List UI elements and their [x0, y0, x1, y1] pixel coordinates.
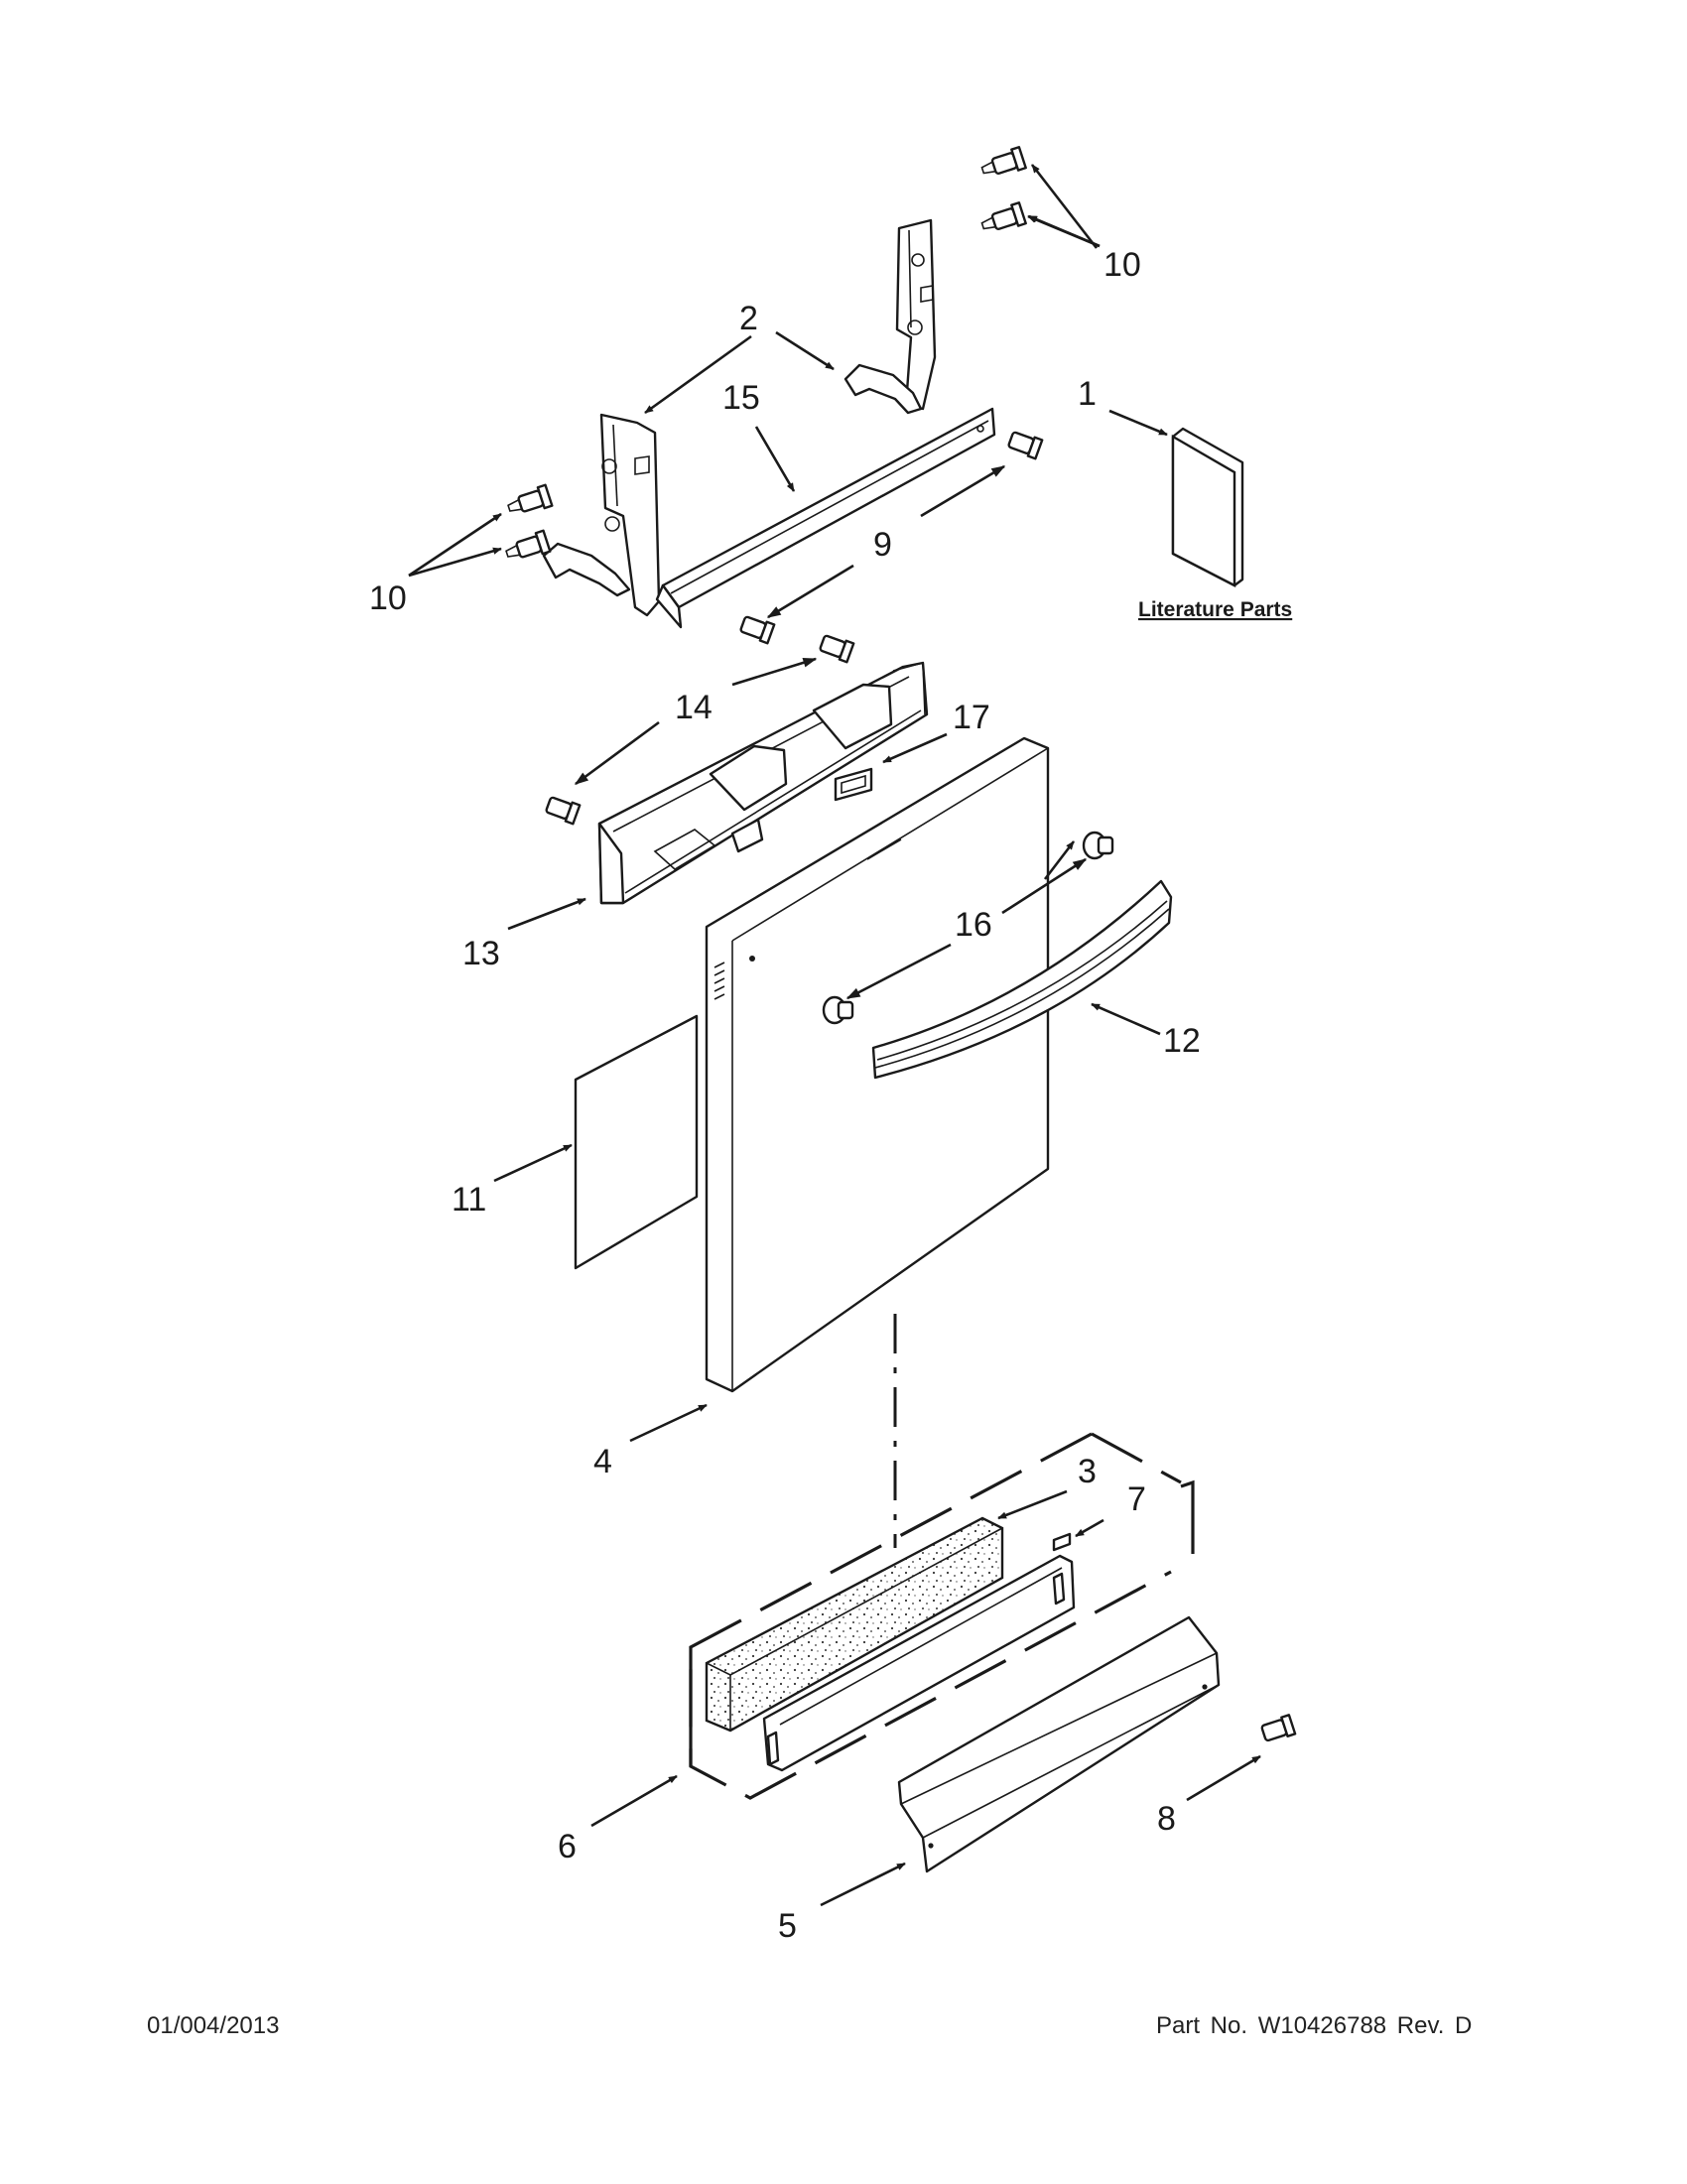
callout-4: 4 — [593, 1443, 612, 1480]
hinge-bracket-right — [844, 218, 937, 415]
callout-labels: 2 10 15 1 9 10 14 17 13 16 12 11 4 3 7 8… — [369, 246, 1292, 1945]
mounting-rail — [655, 407, 996, 629]
kit-group-bracket — [689, 1432, 1195, 1800]
handle-studs — [822, 831, 1114, 1025]
callout-13: 13 — [462, 935, 500, 972]
callout-10-left: 10 — [369, 579, 407, 617]
callout-8: 8 — [1157, 1800, 1176, 1838]
retainer-clip — [1052, 1532, 1072, 1552]
callout-17: 17 — [953, 699, 990, 736]
insulation-sheet — [574, 1014, 699, 1270]
callout-7: 7 — [1127, 1480, 1146, 1518]
hinge-bracket-left — [542, 413, 661, 617]
foam-strip — [705, 1516, 1004, 1733]
footer-date: 01/004/2013 — [147, 2012, 280, 2039]
callout-10-top: 10 — [1103, 246, 1141, 284]
footer-part-number: Part No. W10426788 Rev. D — [1156, 2012, 1473, 2039]
callout-15: 15 — [722, 379, 760, 417]
callout-9: 9 — [873, 526, 892, 564]
callout-12: 12 — [1163, 1022, 1201, 1060]
callout-5: 5 — [778, 1907, 797, 1945]
callout-2: 2 — [739, 300, 758, 337]
callout-16: 16 — [955, 906, 992, 944]
callout-6: 6 — [558, 1828, 577, 1865]
literature-booklet — [1171, 427, 1244, 587]
literature-parts-label: Literature Parts — [1138, 598, 1292, 621]
callout-arrows — [408, 164, 1261, 1907]
callout-11: 11 — [452, 1181, 486, 1219]
callout-14: 14 — [675, 689, 713, 726]
toe-panel — [897, 1615, 1221, 1873]
badge — [834, 767, 873, 802]
door-handle — [871, 879, 1173, 1080]
callout-1: 1 — [1078, 375, 1097, 413]
callout-3: 3 — [1078, 1453, 1097, 1490]
screws — [505, 146, 1297, 1742]
kickplate-strip — [762, 1554, 1076, 1772]
control-panel-assembly — [597, 661, 929, 905]
